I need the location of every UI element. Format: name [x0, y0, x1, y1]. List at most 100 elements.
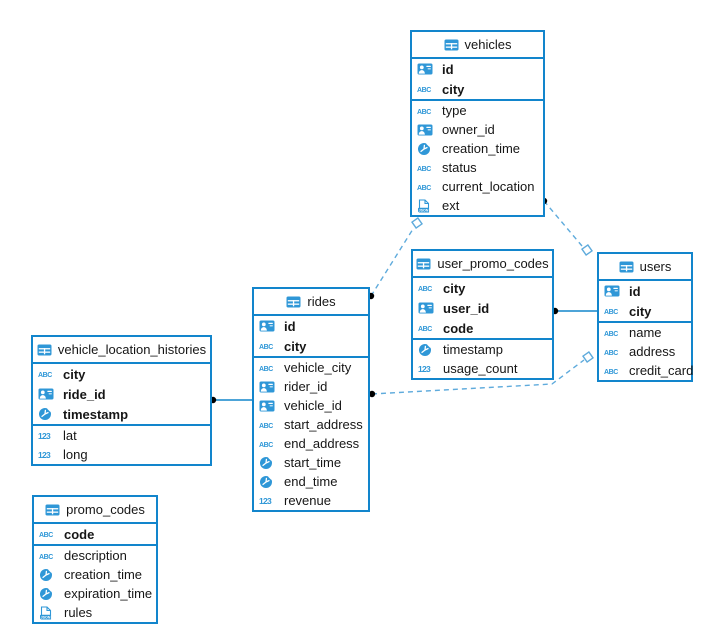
column-row-users-address[interactable]: ABC address	[599, 342, 691, 361]
json-icon: JSON	[417, 198, 436, 213]
table-header-users[interactable]: users	[599, 254, 691, 281]
svg-text:ABC: ABC	[418, 326, 432, 333]
column-row-vehicles-id[interactable]: id	[412, 59, 543, 79]
svg-text:ABC: ABC	[417, 109, 431, 116]
number-icon: 123	[259, 494, 278, 508]
text-icon: ABC	[418, 321, 437, 335]
column-row-vehicles-status[interactable]: ABC status	[412, 158, 543, 177]
column-label: creation_time	[64, 567, 143, 582]
timestamp-icon	[39, 568, 58, 582]
column-row-vehicles-creation_time[interactable]: creation_time	[412, 139, 543, 158]
column-row-vehicle_location_histories-ride_id[interactable]: ride_id	[33, 384, 210, 404]
column-label: address	[629, 344, 676, 359]
svg-text:JSON: JSON	[41, 615, 51, 619]
column-label: long	[63, 447, 88, 462]
number-icon: 123	[38, 448, 57, 462]
uuid-icon	[259, 399, 278, 413]
uuid-icon	[38, 387, 57, 401]
column-row-promo_codes-expiration_time[interactable]: expiration_time	[34, 584, 156, 603]
column-label: creation_time	[442, 141, 521, 156]
column-row-user_promo_codes-user_id[interactable]: user_id	[413, 298, 552, 318]
column-label: id	[442, 61, 454, 77]
connection-vehicle_location_histories-rides[interactable]	[209, 396, 254, 404]
text-icon: ABC	[604, 345, 623, 359]
connection-vehicles-users[interactable]	[540, 197, 593, 256]
column-row-rides-vehicle_id[interactable]: vehicle_id	[254, 396, 368, 415]
table-header-vehicle_location_histories[interactable]: vehicle_location_histories	[33, 337, 210, 364]
text-icon: ABC	[604, 304, 623, 318]
timestamp-icon	[417, 142, 436, 156]
column-row-users-city[interactable]: ABC city	[599, 301, 691, 321]
svg-text:123: 123	[418, 364, 431, 374]
uuid-icon	[417, 123, 436, 137]
column-row-vehicle_location_histories-timestamp[interactable]: timestamp	[33, 404, 210, 424]
column-row-promo_codes-creation_time[interactable]: creation_time	[34, 565, 156, 584]
uuid-icon	[417, 62, 436, 76]
text-icon: ABC	[417, 82, 436, 96]
svg-text:JSON: JSON	[419, 208, 429, 212]
column-row-rides-end_time[interactable]: end_time	[254, 472, 368, 491]
number-icon: 123	[418, 362, 437, 376]
connection-endpoint-diamond	[581, 244, 593, 256]
column-label: ext	[442, 198, 460, 213]
table-header-promo_codes[interactable]: promo_codes	[34, 497, 156, 524]
table-header-vehicles[interactable]: vehicles	[412, 32, 543, 59]
table-title: promo_codes	[66, 502, 145, 517]
column-label: city	[629, 303, 652, 319]
connection-user_promo_codes-users[interactable]	[551, 307, 599, 315]
svg-text:ABC: ABC	[417, 166, 431, 173]
column-label: end_address	[284, 436, 360, 451]
column-row-users-id[interactable]: id	[599, 281, 691, 301]
column-label: code	[443, 320, 474, 336]
text-icon: ABC	[39, 549, 58, 563]
column-row-user_promo_codes-code[interactable]: ABC code	[413, 318, 552, 338]
timestamp-icon	[259, 475, 278, 489]
table-header-user_promo_codes[interactable]: user_promo_codes	[413, 251, 552, 278]
table-icon	[45, 504, 60, 516]
column-row-vehicles-ext[interactable]: JSON ext	[412, 196, 543, 215]
table-header-rides[interactable]: rides	[254, 289, 368, 316]
column-label: expiration_time	[64, 586, 153, 601]
text-icon: ABC	[604, 326, 623, 340]
column-row-vehicles-owner_id[interactable]: owner_id	[412, 120, 543, 139]
svg-text:ABC: ABC	[39, 532, 53, 539]
column-row-vehicle_location_histories-long[interactable]: 123 long	[33, 445, 210, 464]
svg-text:ABC: ABC	[259, 366, 273, 373]
column-label: lat	[63, 428, 77, 443]
column-label: status	[442, 160, 477, 175]
text-icon: ABC	[39, 527, 58, 541]
column-row-rides-start_time[interactable]: start_time	[254, 453, 368, 472]
table-title: rides	[307, 294, 336, 309]
timestamp-icon	[38, 407, 57, 421]
column-row-user_promo_codes-timestamp[interactable]: timestamp	[413, 340, 552, 359]
text-icon: ABC	[417, 161, 436, 175]
uuid-icon	[259, 319, 278, 333]
column-row-rides-rider_id[interactable]: rider_id	[254, 377, 368, 396]
column-row-rides-id[interactable]: id	[254, 316, 368, 336]
